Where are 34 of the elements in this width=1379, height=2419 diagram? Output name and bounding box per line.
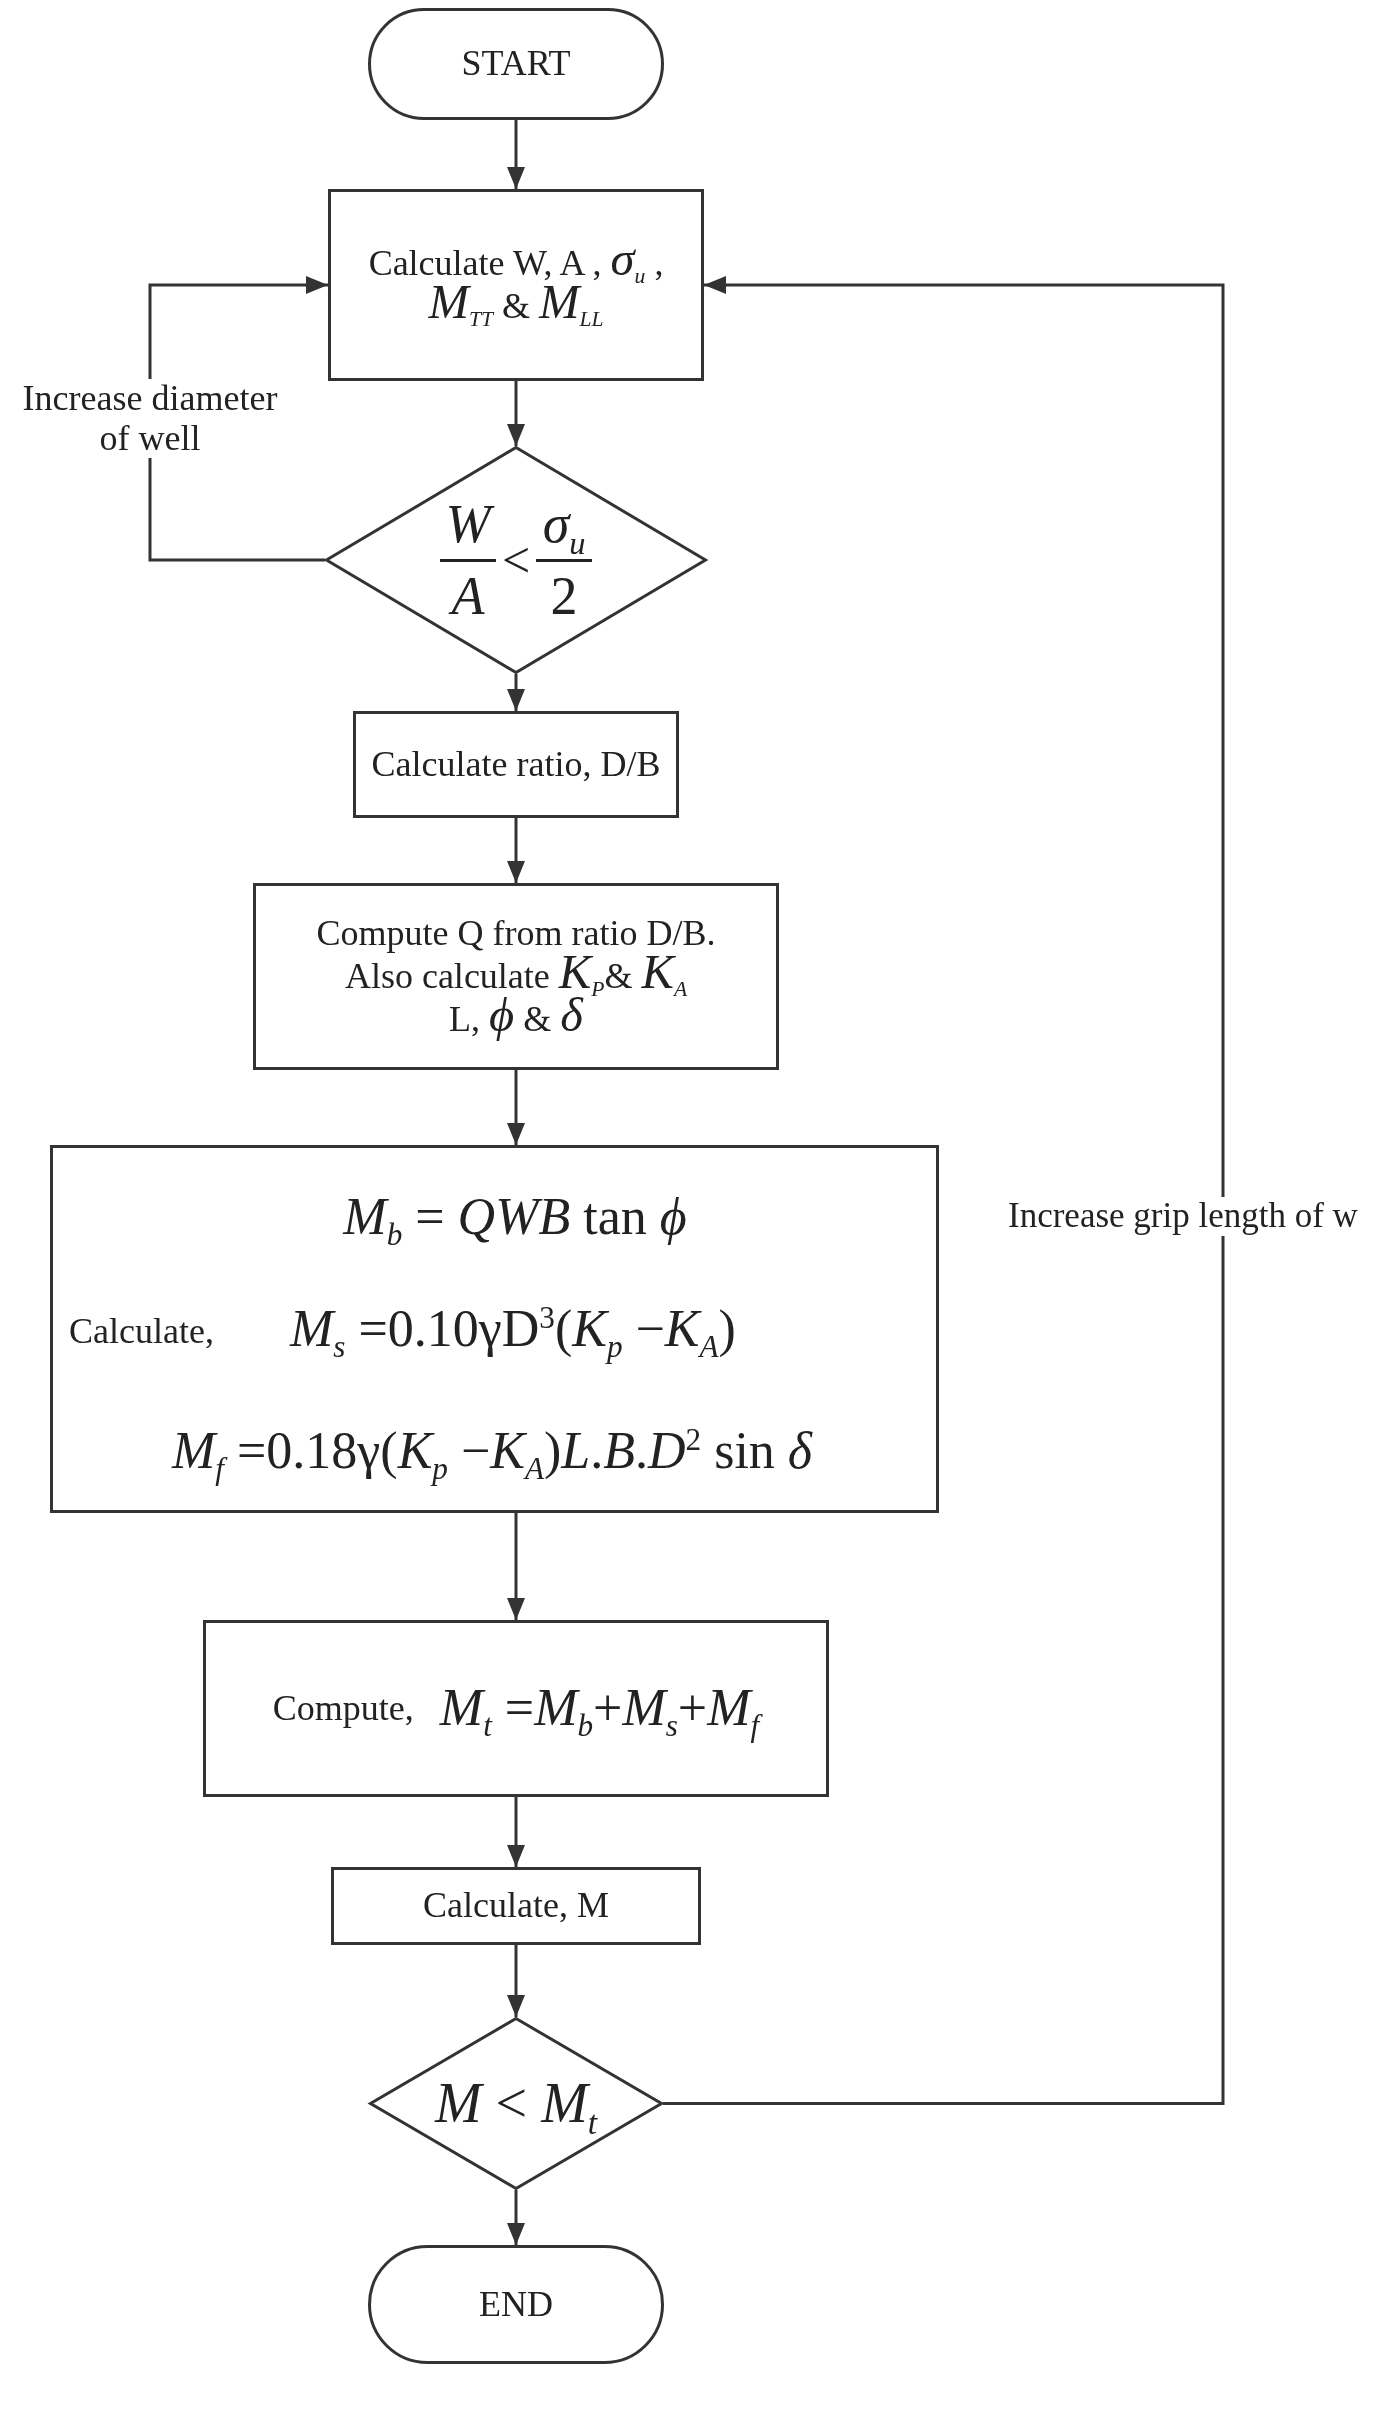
step-text: END [479, 2282, 553, 2326]
arrow [507, 1797, 525, 1867]
process-box [253, 883, 779, 1070]
condition-text: < [501, 531, 531, 590]
decision-diamond [369, 2017, 663, 2190]
condition-text: 2 [550, 564, 578, 628]
arrow [507, 1945, 525, 2017]
process-box [50, 1145, 939, 1513]
edge-label: Increase grip length of w [1008, 1197, 1358, 1236]
condition-text: σ$_{u}$ [542, 492, 586, 557]
arrow [507, 120, 525, 189]
arrow [507, 1513, 525, 1620]
edge-label: Increase diameter of well [20, 379, 280, 459]
step-text: Calculate ratio, D/B [371, 742, 661, 786]
arrow [507, 381, 525, 446]
arrow [507, 2190, 525, 2245]
arrow [663, 276, 1225, 2105]
decision-diamond [325, 446, 707, 674]
process-box [328, 189, 704, 381]
process-box [203, 1620, 829, 1797]
step-text: Calculate W, A , σ$_{u}$ , M$_{TT}$ & M$_{LL}$ [367, 241, 665, 329]
step-text: Also calculate K$_{P}$& K$_{A}$ L, ϕ & δ [344, 954, 688, 1042]
arrow [507, 818, 525, 883]
equation: M$_{b}$ = QWB tan ϕ [343, 1187, 687, 1249]
step-text: Compute, [272, 1686, 414, 1730]
step-text: Compute Q from ratio D/B. [316, 911, 716, 955]
step-text: Calculate, M [423, 1884, 609, 1928]
process-box [331, 1867, 701, 1945]
step-text: START [461, 42, 571, 86]
arrow [507, 1070, 525, 1145]
process-box [353, 711, 679, 818]
step-text: Calculate, [69, 1310, 214, 1353]
condition-text: M < M$_{t}$ [434, 2070, 598, 2138]
arrow [507, 674, 525, 711]
